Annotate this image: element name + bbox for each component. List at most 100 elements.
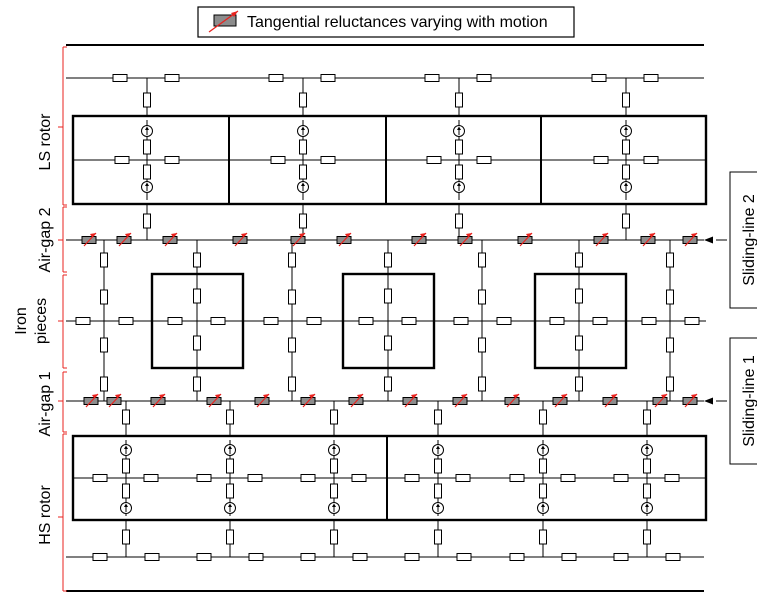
motion-arrowhead [263,394,269,398]
reluctance [424,74,440,82]
reluctance [539,483,547,499]
reluctance [643,156,659,164]
reluctance [122,409,130,425]
reluctance [478,376,486,392]
reluctance [226,529,234,545]
reluctance [641,317,657,325]
reluctance [300,474,316,482]
reluctance [455,474,471,482]
reluctance [560,474,576,482]
reluctance [622,139,630,155]
motion-arrow [118,232,132,247]
motion-arrowhead [513,394,519,398]
motion-arrow [459,232,473,247]
reluctance [509,553,525,561]
mmf-arrow-head [645,503,649,507]
air-gap-2-label: Air-gap 2 [37,207,54,272]
ls-rotor-box [71,114,708,206]
reluctance [384,252,392,268]
reluctance [299,139,307,155]
reluctance [592,317,608,325]
motion-arrow [654,393,668,408]
motion-arrowhead [611,394,617,398]
motion-arrowhead [661,394,667,398]
mmf-arrow-head [124,503,128,507]
motion-arrowhead [299,233,305,237]
reluctance [299,164,307,180]
motion-arrow [152,393,166,408]
motion-arrow [338,232,352,247]
reluctance [226,409,234,425]
motion-arrowhead [691,233,697,237]
iron-pieces-label-line2: pieces [33,298,50,344]
reluctance [210,317,226,325]
legend-frame [197,6,575,38]
air-gap-1-label: Air-gap 1 [37,371,54,436]
reluctance [613,553,629,561]
mmf-arrow-head [457,126,461,130]
reluctance [143,474,159,482]
motion-arrowhead [466,233,472,237]
reluctance [643,74,659,82]
reluctance [509,474,525,482]
reluctance [456,553,472,561]
motion-arrow [404,393,418,408]
reluctance [496,317,512,325]
reluctance [561,553,577,561]
motion-arrow [208,393,222,408]
mmf-arrow-head [541,503,545,507]
hs-rotor-box [71,434,708,522]
reluctance [455,92,463,108]
reluctance [288,376,296,392]
motion-arrow [684,393,698,408]
reluctance [320,156,336,164]
region-labels: LS rotor Air-gap 2 Iron pieces Air-gap 1… [13,113,54,545]
reluctance [196,553,212,561]
reluctance [539,409,547,425]
reluctance [144,553,160,561]
reluctance [622,92,630,108]
mmf-arrow-head [124,445,128,449]
sliding-line-1-label: Sliding-line 1 [741,355,757,447]
mmf-arrow-head [228,445,232,449]
reluctance [330,483,338,499]
reluctance [320,74,336,82]
iron-piece-box [150,272,245,370]
motion-arrowhead [215,394,221,398]
mmf-arrow-head [145,182,149,186]
motion-arrow [413,232,427,247]
reluctance [455,139,463,155]
motion-arrow [234,232,248,247]
reluctance [384,335,392,351]
sliding-line-1-box [729,337,757,465]
reluctance [193,288,201,304]
reluctance [226,458,234,474]
reluctance [143,139,151,155]
reluctance [270,156,286,164]
motion-arrow [256,393,270,408]
reluctance [643,529,651,545]
reluctance [434,483,442,499]
mmf-arrow-head [145,126,149,130]
reluctance [478,289,486,305]
mmf-arrow-head [301,126,305,130]
motion-arrow [642,232,656,247]
reluctance [622,164,630,180]
iron-piece-box [341,272,436,370]
reluctance [112,74,128,82]
reluctance [193,252,201,268]
reluctance [665,553,681,561]
legend-motion-arrowhead [231,11,238,17]
legend-label: Tangential reluctances varying with moti… [247,14,548,31]
mmf-arrow-head [436,445,440,449]
reluctance [164,74,180,82]
motion-arrow [554,393,568,408]
motion-arrow [519,232,533,247]
motion-arrow [454,393,468,408]
motion-arrow [85,393,99,408]
ls-rotor-label: LS rotor [37,113,54,171]
reluctance [300,553,316,561]
motion-arrowhead [526,233,532,237]
reluctance [193,335,201,351]
motion-arrowhead [561,394,567,398]
